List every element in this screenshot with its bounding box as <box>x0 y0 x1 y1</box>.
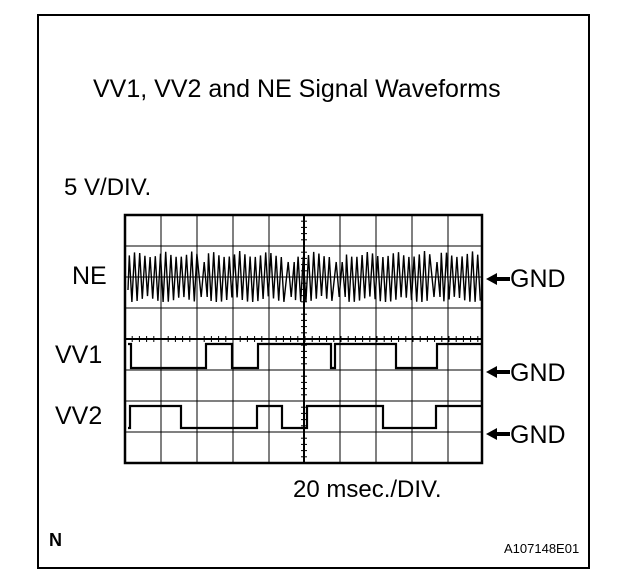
time-per-div-label: 20 msec./DIV. <box>293 476 442 503</box>
left-arrow-icon <box>486 366 510 378</box>
figure-frame <box>37 14 590 569</box>
channel-label-ne: NE <box>72 262 107 290</box>
corner-mark: N <box>49 530 62 550</box>
channel-label-vv2: VV2 <box>55 402 103 430</box>
left-arrow-icon <box>486 273 510 285</box>
figure-title: VV1, VV2 and NE Signal Waveforms <box>93 75 501 103</box>
volts-per-div-label: 5 V/DIV. <box>64 174 152 201</box>
scope-minor-ticks <box>124 214 479 464</box>
vv2-signal-waveform <box>128 404 481 430</box>
ne-ground-label: GND <box>510 265 566 293</box>
vv2-ground-label: GND <box>510 421 566 449</box>
ne-signal-waveform <box>127 251 481 303</box>
vv1-signal-waveform <box>128 342 481 370</box>
channel-label-vv1: VV1 <box>55 341 103 369</box>
left-arrow-icon <box>486 428 510 440</box>
figure-id: A107148E01 <box>504 541 580 556</box>
vv1-ground-label: GND <box>510 359 566 387</box>
